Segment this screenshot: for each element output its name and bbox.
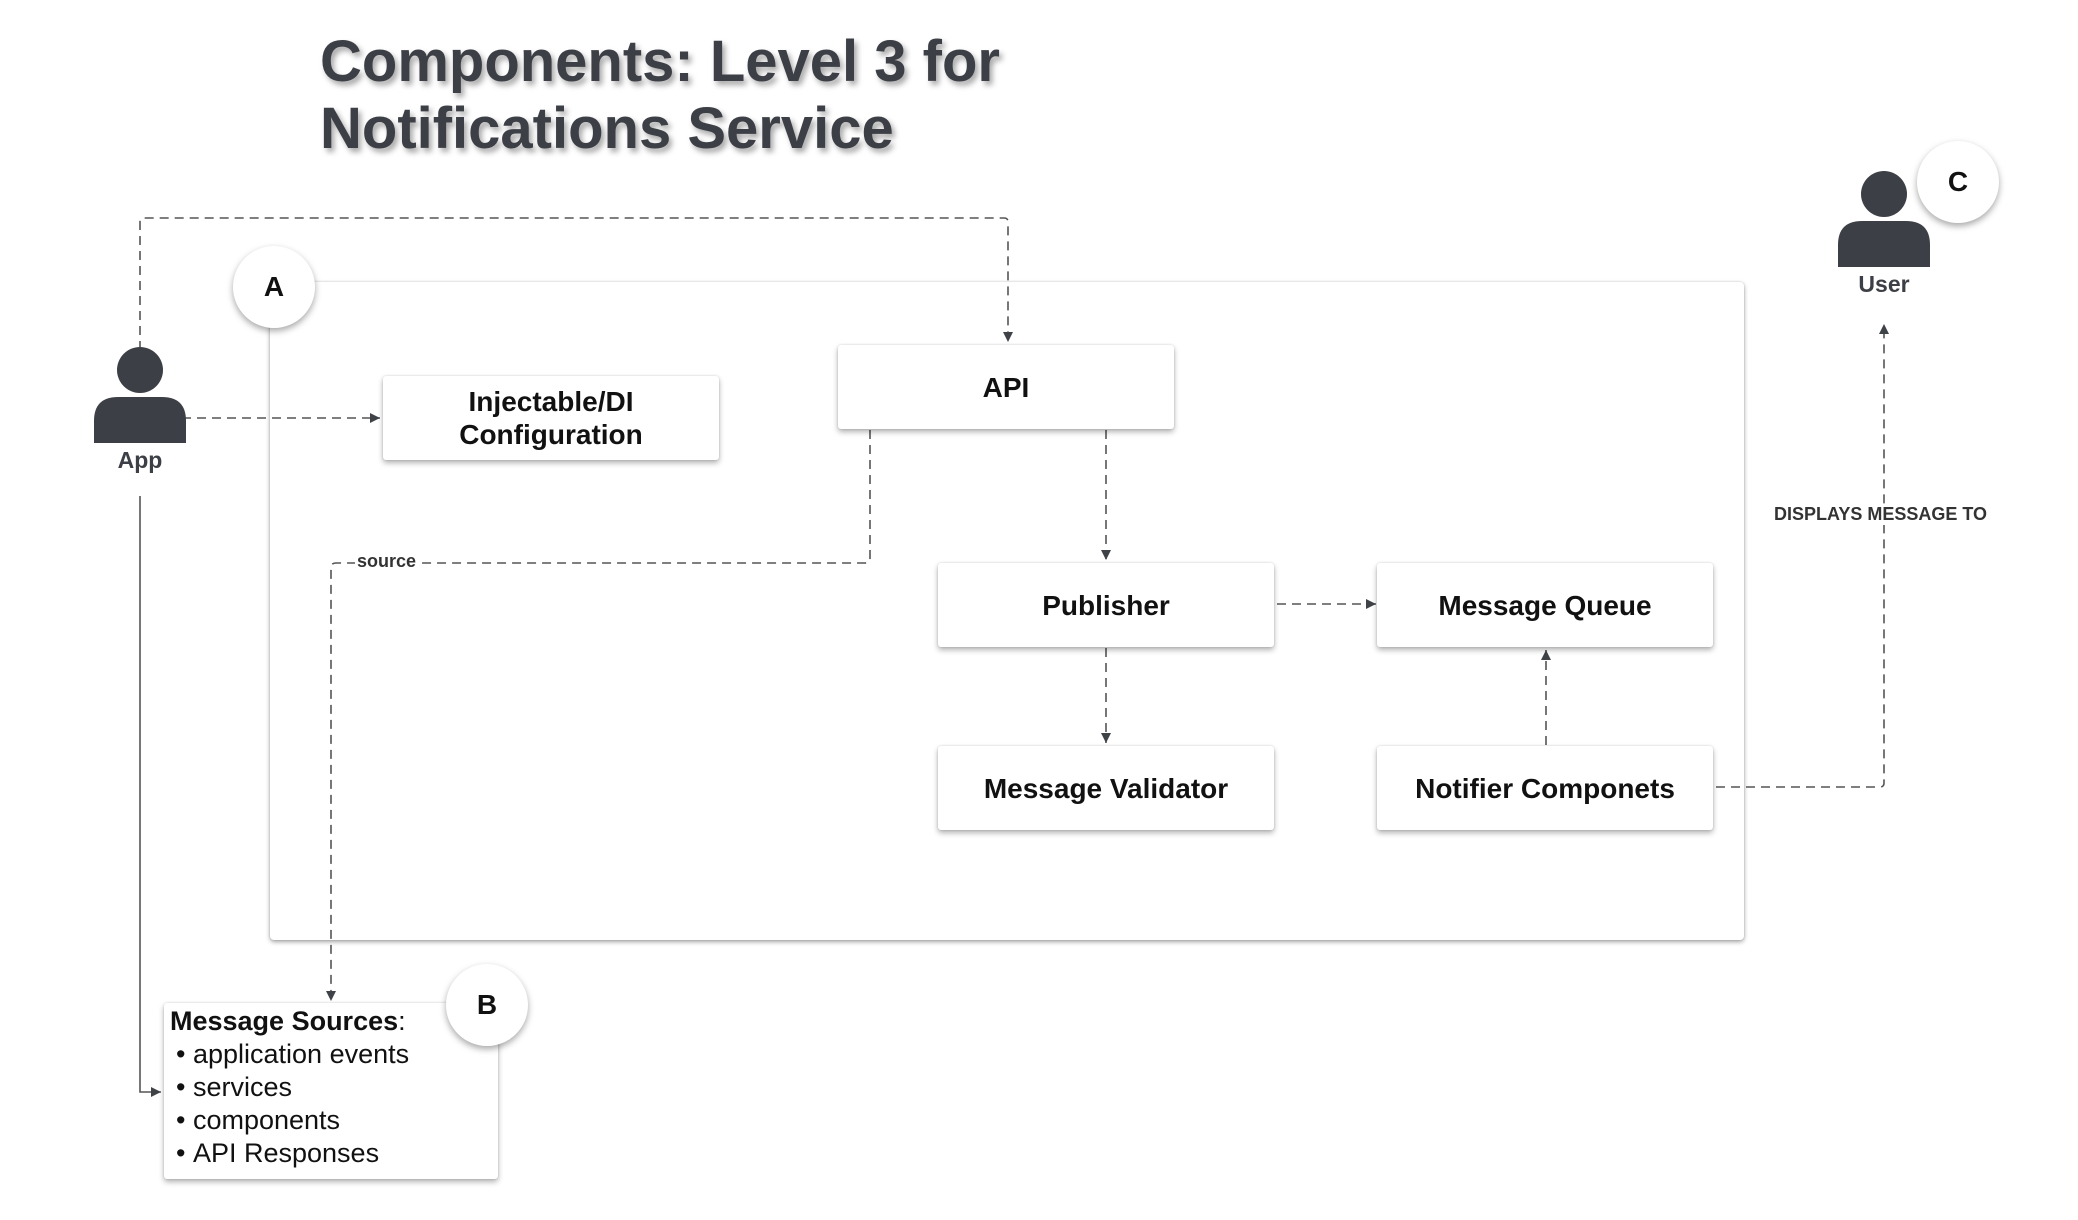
list-item: components [176,1104,492,1137]
edge-label-source: source [355,551,419,572]
person-icon [94,347,186,443]
title-line-1: Components: Level 3 for [320,29,1000,94]
edge-api-to-sources [326,430,871,1001]
list-item: application events [176,1038,492,1071]
badge-c: C [1917,141,1999,223]
message-sources-heading: Message Sources: [170,1005,492,1038]
actor-app[interactable]: App [80,347,200,474]
component-message-validator[interactable]: Message Validator [938,746,1274,830]
message-sources-heading-text: Message Sources [170,1006,399,1036]
message-sources-list: application events services components A… [170,1038,492,1170]
diagram-title: Components: Level 3 for Notifications Se… [320,28,1220,162]
component-injectable-di-configuration[interactable]: Injectable/DI Configuration [383,376,719,460]
message-sources-heading-suffix: : [398,1006,406,1036]
edge-app-to-sources [139,496,161,1097]
component-notifier-components[interactable]: Notifier Componets [1377,746,1713,830]
edge-label-displays-message: DISPLAYS MESSAGE TO [1772,504,1990,525]
actor-app-label: App [117,447,163,473]
component-injectable-label: Injectable/DI Configuration [459,386,643,450]
edge-notifier-to-user [1716,324,1889,788]
message-sources-box[interactable]: Message Sources: application events serv… [164,1003,498,1179]
title-line-2: Notifications Service [320,96,894,161]
list-item: API Responses [176,1137,492,1170]
component-message-queue[interactable]: Message Queue [1377,563,1713,647]
actor-user-label: User [1858,271,1910,297]
person-icon [1838,171,1930,267]
list-item: services [176,1071,492,1104]
badge-b: B [446,964,528,1046]
component-publisher[interactable]: Publisher [938,563,1274,647]
actor-user[interactable]: User [1824,171,1944,298]
component-api[interactable]: API [838,345,1174,429]
badge-a: A [233,246,315,328]
